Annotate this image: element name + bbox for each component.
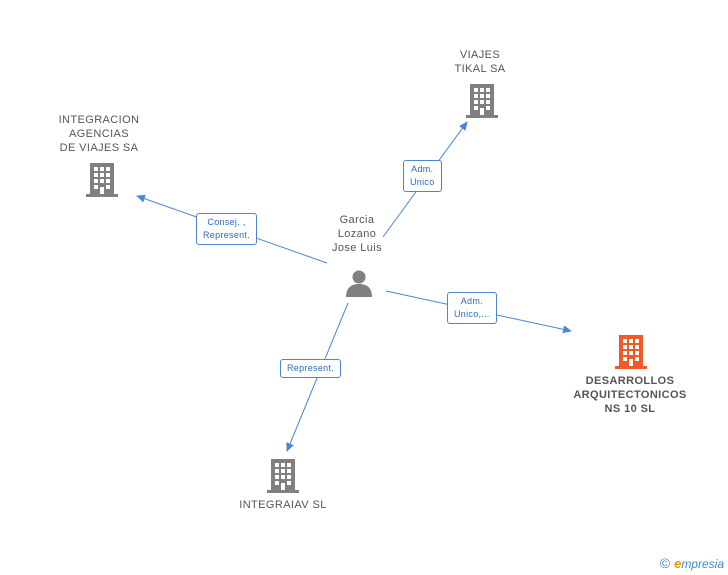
company-label-integracion[interactable]: INTEGRACION AGENCIAS DE VIAJES SA [46,113,152,155]
edge-label-adm-unico[interactable]: Adm. Unico [403,160,442,192]
edge-label-line: Adm. [460,296,483,306]
company-name-line: ARQUITECTONICOS [573,389,687,401]
edge-label-line: Adm. [411,164,434,174]
person-name-line: Jose Luis [331,242,383,254]
logo-text: mpresia [681,556,724,571]
company-name-line: INTEGRAIAV SL [239,499,327,511]
empresia-watermark: © empresia [660,555,724,571]
company-name-line: VIAJES [459,49,501,61]
building-icon[interactable] [466,84,498,118]
building-icon[interactable] [86,163,118,197]
company-name-line: AGENCIAS [68,128,130,140]
person-name-line: Garcia [339,214,375,226]
edge-label-line: Consej. , [207,217,246,227]
edge-label-consej-represent[interactable]: Consej. , Represent. [196,213,258,245]
company-name-line: DESARROLLOS [585,375,675,387]
edge-label-line: Unico [410,177,435,187]
company-name-line: TIKAL SA [454,63,506,75]
edge-label-adm-unico-more[interactable]: Adm. Unico,... [447,292,497,324]
company-name-line: INTEGRACION [58,114,140,126]
edge-label-line: Represent. [287,363,335,373]
company-name-line: NS 10 SL [604,403,656,415]
edge-label-line: Unico,... [454,309,490,319]
company-name-line: DE VIAJES SA [59,142,139,154]
building-icon-highlighted[interactable] [615,335,647,369]
empresia-logo: empresia [674,556,724,571]
person-icon[interactable] [344,268,374,298]
company-label-viajes-tikal[interactable]: VIAJES TIKAL SA [430,48,530,76]
person-name-label: Garcia Lozano Jose Luis [318,213,396,255]
building-icon[interactable] [267,459,299,493]
logo-initial: e [674,555,682,571]
company-label-desarrollos[interactable]: DESARROLLOS ARQUITECTONICOS NS 10 SL [564,374,696,416]
edge-label-represent[interactable]: Represent. [280,359,342,378]
copyright-symbol: © [659,555,671,571]
company-label-integraiav[interactable]: INTEGRAIAV SL [223,498,343,512]
edge-label-line: Represent. [203,230,251,240]
person-name-line: Lozano [337,228,377,240]
